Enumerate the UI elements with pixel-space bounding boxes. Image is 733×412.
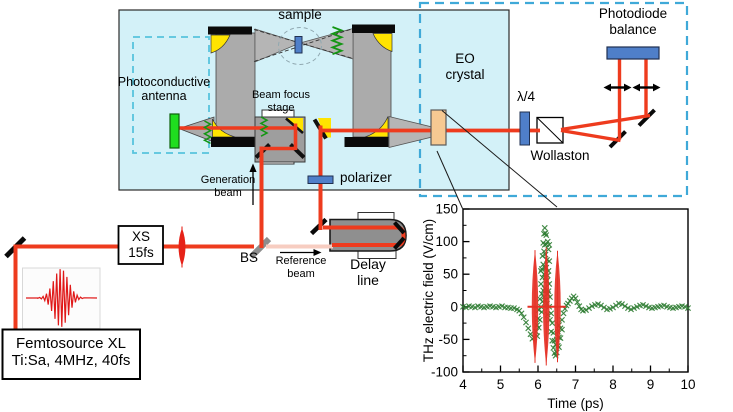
svg-text:-50: -50 bbox=[438, 332, 458, 347]
svg-text:-100: -100 bbox=[431, 365, 458, 380]
label-quarter-wave: λ/4 bbox=[516, 89, 536, 104]
balanced-photodiode bbox=[606, 46, 660, 60]
thz-pulse-symbols bbox=[202, 26, 345, 145]
sample bbox=[294, 36, 303, 54]
callout-line-1 bbox=[441, 110, 558, 208]
oscillator-wavepacket bbox=[26, 269, 98, 327]
label-bs: BS bbox=[240, 250, 259, 265]
photoconductive-antenna bbox=[169, 113, 180, 149]
quarter-wave-plate bbox=[519, 111, 530, 146]
svg-text:10: 10 bbox=[680, 377, 695, 392]
reference-beam-arrow bbox=[280, 249, 322, 256]
polarization-arrows bbox=[603, 83, 661, 92]
delay-line-stage bbox=[329, 212, 407, 259]
svg-text:8: 8 bbox=[609, 377, 617, 392]
svg-text:5: 5 bbox=[497, 377, 505, 392]
laser-source-box bbox=[1, 328, 141, 380]
delay-retro-mirrors bbox=[393, 221, 406, 250]
wollaston-diagonal bbox=[536, 117, 564, 144]
svg-text:150: 150 bbox=[435, 202, 458, 217]
svg-text:0: 0 bbox=[450, 299, 458, 314]
label-sample: sample bbox=[278, 7, 322, 22]
antenna-dashed-box bbox=[132, 36, 210, 154]
callout-line-2 bbox=[436, 150, 463, 209]
label-wollaston: Wollaston bbox=[530, 148, 590, 163]
stage-mirror-right bbox=[289, 143, 306, 159]
svg-text:9: 9 bbox=[647, 377, 655, 392]
parabolic-mirrors bbox=[208, 24, 395, 147]
xs-compressor-box bbox=[117, 225, 164, 265]
svg-text:Time (ps): Time (ps) bbox=[547, 396, 604, 411]
detection-dashed-box bbox=[418, 1, 689, 198]
svg-text:4: 4 bbox=[459, 377, 467, 392]
svg-text:50: 50 bbox=[443, 267, 458, 282]
sample-holder-circle bbox=[278, 27, 322, 65]
svg-text:100: 100 bbox=[435, 234, 458, 249]
chart-frame bbox=[462, 208, 689, 373]
svg-text:6: 6 bbox=[534, 377, 542, 392]
pulse-symbol bbox=[178, 226, 186, 268]
svg-text:7: 7 bbox=[572, 377, 580, 392]
generation-beam-arrow bbox=[249, 163, 257, 205]
polarizer bbox=[307, 175, 334, 184]
label-polarizer: polarizer bbox=[340, 170, 392, 185]
pd-fold-mirror-right bbox=[637, 108, 656, 127]
svg-text:THz electric field (V/cm): THz electric field (V/cm) bbox=[421, 219, 436, 362]
eo-crystal bbox=[430, 109, 447, 146]
